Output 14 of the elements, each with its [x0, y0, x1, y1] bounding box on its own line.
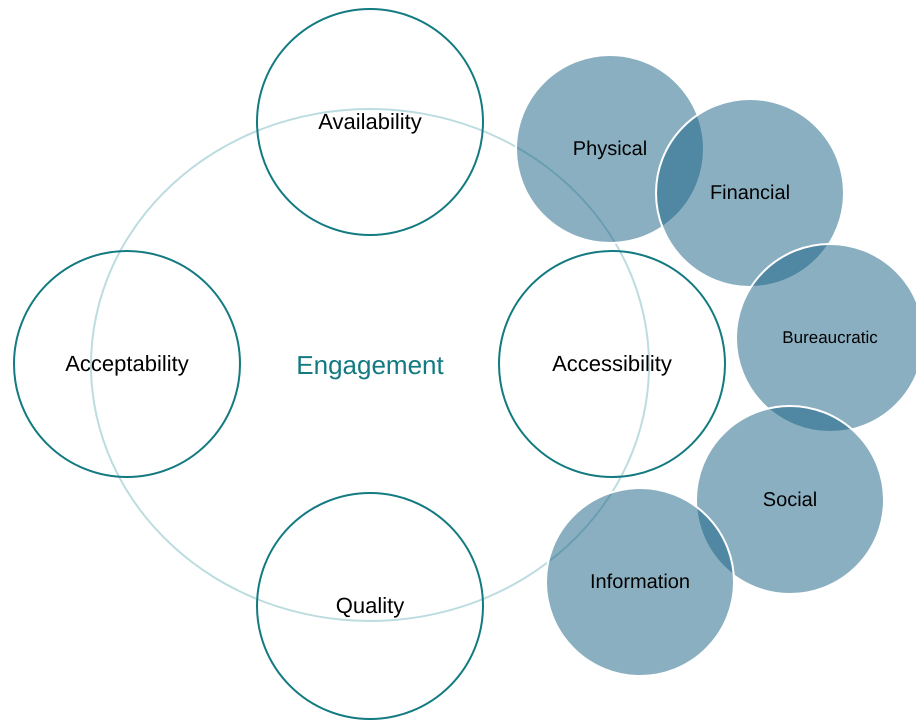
dimension-circle [256, 8, 484, 236]
circle-label: Engagement [296, 350, 444, 380]
circle-label: Acceptability [65, 351, 189, 377]
dimension-circle [13, 250, 241, 478]
circle-label: Physical [572, 138, 648, 160]
circle-label: Social [762, 488, 818, 512]
dimension-circle [498, 250, 726, 478]
circle-label: Availability [318, 109, 422, 135]
circle-label: Bureaucratic [782, 328, 878, 348]
circle-label: Accessibility [552, 351, 672, 377]
circle-label: Information [590, 570, 690, 594]
circle-label: Financial [710, 182, 790, 204]
circle-label: Quality [336, 593, 404, 619]
dimension-circle [256, 492, 484, 720]
